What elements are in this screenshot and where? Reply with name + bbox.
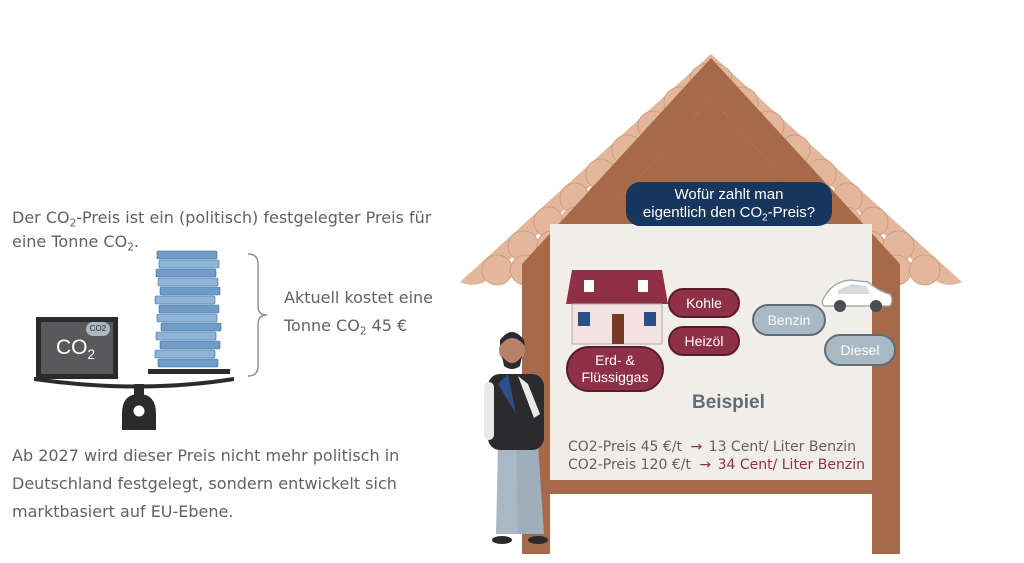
example-row-45: CO2-Preis 45 €/t → 13 Cent/ Liter Benzin (568, 438, 865, 456)
fuel-pill-erdgas: Erd- & Flüssiggas (566, 346, 664, 392)
question-text: Wofür zahlt man eigentlich den CO2-Preis… (626, 186, 832, 224)
coin-roll (158, 304, 220, 314)
intro-line-1: Der CO2-Preis ist ein (politisch) festge… (12, 208, 432, 230)
coin-stack (148, 250, 230, 374)
house-icon (566, 270, 668, 345)
arrow-icon: → (699, 457, 712, 473)
coin-roll (157, 277, 219, 287)
outro-line-3: marktbasiert auf EU-Ebene. (12, 502, 234, 521)
outro-line-1: Ab 2027 wird dieser Preis nicht mehr pol… (12, 446, 400, 465)
example-title: Beispiel (692, 392, 765, 413)
coin-roll (155, 331, 217, 341)
person-illustration (484, 332, 548, 544)
gas-label-line-1: Erd- & (595, 352, 635, 368)
scale-stand (122, 384, 156, 430)
question-line-1: Wofür zahlt man (674, 186, 784, 203)
wooden-house (460, 54, 962, 554)
coin-roll (156, 250, 218, 260)
intro-line-2: eine Tonne CO2. (12, 232, 139, 254)
roof-tile (481, 254, 513, 286)
coin-roll (156, 313, 218, 323)
example-result: 34 Cent/ Liter Benzin (717, 457, 865, 473)
price-note-line-2: Tonne CO2 45 € (284, 316, 408, 338)
coin-roll (159, 340, 221, 350)
example-label: CO2-Preis 45 €/t (568, 439, 683, 455)
price-note-line-1: Aktuell kostet eine (284, 288, 434, 307)
coin-roll (157, 358, 219, 368)
curly-bracket (247, 253, 268, 377)
car-icon (821, 279, 893, 312)
arrow-icon: → (690, 439, 703, 455)
fuel-pill-benzin: Benzin (752, 304, 826, 336)
question-banner (626, 182, 832, 226)
question-line-2: eigentlich den CO2-Preis? (642, 204, 816, 224)
co2-cloud-icon: CO2 (86, 322, 110, 336)
board-beam (550, 480, 872, 494)
coin-roll (158, 259, 220, 269)
coin-roll (160, 322, 222, 332)
coin-roll (159, 286, 221, 296)
coin-roll (154, 349, 216, 359)
gas-label-line-2: Flüssiggas (581, 369, 649, 385)
intro-text: Der CO2-Preis ist ein (politisch) festge… (12, 206, 452, 254)
outro-line-2: Deutschland festgelegt, sondern entwicke… (12, 474, 397, 493)
fuel-pill-heizoel: Heizöl (668, 326, 740, 356)
coin-plate (148, 369, 230, 374)
scale-beam (34, 377, 234, 389)
fuel-pill-diesel: Diesel (824, 334, 896, 366)
coin-roll (155, 268, 217, 278)
example-label: CO2-Preis 120 €/t (568, 457, 691, 473)
fuel-pill-kohle: Kohle (668, 288, 740, 318)
roof-tile (909, 254, 941, 286)
example-row-120: CO2-Preis 120 €/t → 34 Cent/ Liter Benzi… (568, 456, 865, 474)
screen-co2-label: CO2 (56, 336, 96, 362)
price-note: Aktuell kostet eine Tonne CO2 45 € (284, 286, 484, 338)
outro-text: Ab 2027 wird dieser Preis nicht mehr pol… (12, 442, 452, 526)
example-result: 13 Cent/ Liter Benzin (708, 439, 857, 455)
coin-roll (154, 295, 216, 305)
example-list: CO2-Preis 45 €/t → 13 Cent/ Liter Benzin… (568, 438, 865, 474)
